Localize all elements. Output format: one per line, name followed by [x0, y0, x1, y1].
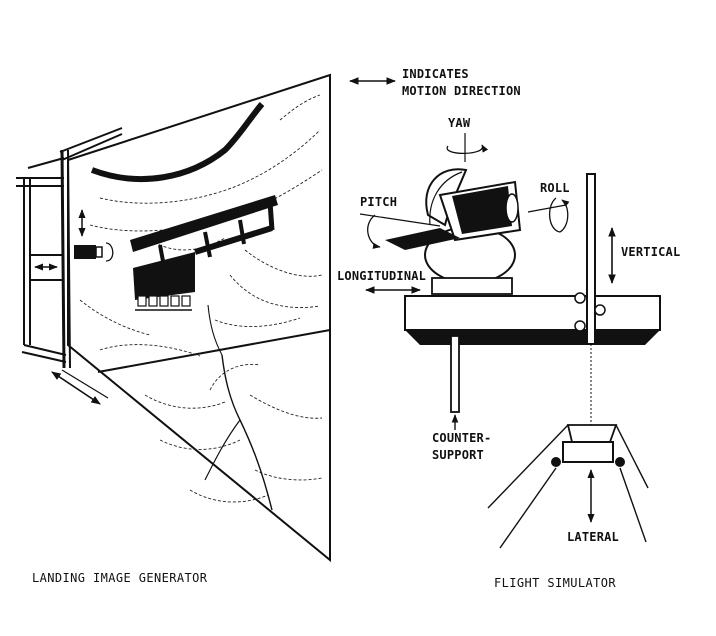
vertical-mast [586, 173, 596, 345]
lateral-carriage [551, 424, 625, 467]
lateral-guide-rail [61, 369, 109, 399]
cockpit-gimbal [385, 168, 522, 295]
river-branch [204, 419, 241, 481]
legend-line-1: INDICATES [402, 67, 469, 81]
flight-simulator: YAW PITCH ROLL LONGITUDINAL [337, 116, 680, 549]
caption-flight-simulator: FLIGHT SIMULATOR [494, 576, 616, 590]
counter-support-label-1: COUNTER- [432, 431, 491, 445]
caption-landing-image-generator: LANDING IMAGE GENERATOR [32, 571, 208, 585]
pitch-label: PITCH [360, 195, 397, 209]
lateral-motion-arrow [51, 371, 101, 405]
counter-support-post [450, 335, 460, 413]
yaw-label: YAW [448, 116, 471, 130]
yaw-rotation-arrow [446, 144, 489, 154]
gantry-structure [130, 195, 278, 311]
terrain-ridge [90, 102, 265, 182]
roll-label: ROLL [540, 181, 570, 195]
roll-axis [527, 204, 567, 213]
vertical-label: VERTICAL [621, 245, 680, 259]
motion-platform [404, 295, 661, 345]
lateral-label: LATERAL [567, 530, 619, 544]
landing-image-generator [16, 73, 331, 563]
horizon-line [97, 329, 331, 373]
camera-carriage [16, 127, 123, 369]
pitch-rotation-arrow [367, 214, 381, 249]
legend-line-2: MOTION DIRECTION [402, 84, 521, 98]
lateral-rails [487, 424, 649, 549]
counter-support-label-2: SUPPORT [432, 448, 484, 462]
longitudinal-label: LONGITUDINAL [337, 269, 426, 283]
mast-rollers [574, 292, 606, 332]
roll-rotation-arrow [549, 197, 570, 233]
motion-legend: INDICATES MOTION DIRECTION [349, 67, 521, 98]
river-stream [207, 304, 223, 356]
tv-camera [74, 242, 114, 262]
terrain-model-board [67, 73, 331, 563]
